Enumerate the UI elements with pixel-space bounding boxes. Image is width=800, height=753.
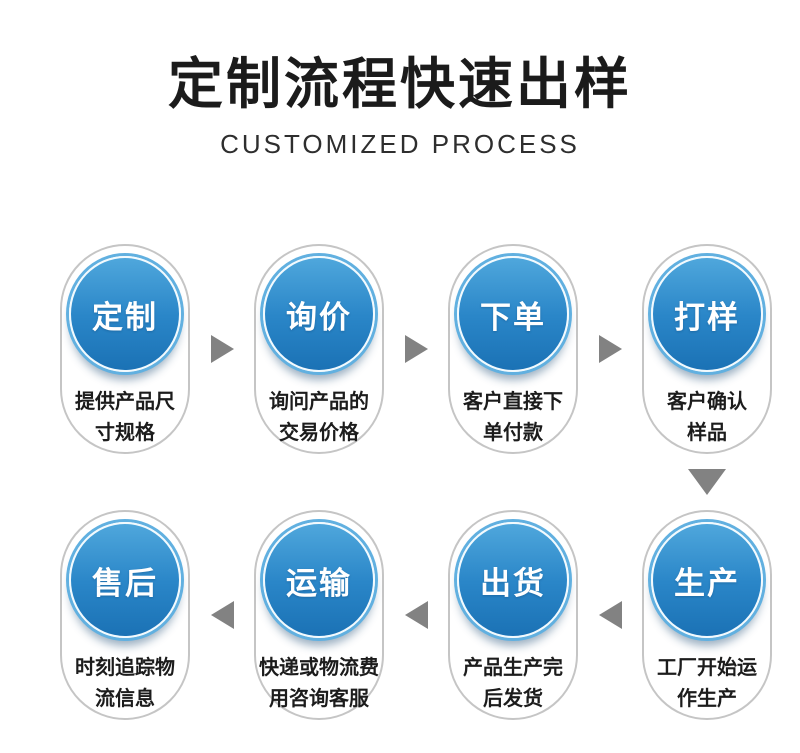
arrow-right-icon [404, 335, 428, 364]
step-description: 快递或物流费 用咨询客服 [259, 657, 379, 711]
flow-row-connector [60, 454, 800, 510]
arrow-down-icon [688, 469, 726, 496]
flow-connector [578, 244, 642, 454]
flow-connector [384, 244, 448, 454]
step-circle: 询价 [263, 256, 375, 373]
step-circle: 生产 [651, 522, 763, 639]
step-pill-transport: 运输 快递或物流费 用咨询客服 [254, 510, 384, 721]
flow-connector [190, 244, 254, 454]
step-circle: 定制 [69, 256, 181, 373]
step-pill-shipment: 出货 产品生产完 后发货 [448, 510, 578, 721]
step-title: 打样 [674, 299, 740, 335]
step-pill-production: 生产 工厂开始运 作生产 [642, 510, 772, 721]
step-circle: 下单 [457, 256, 569, 373]
process-flow-diagram: 定制 提供产品尺 寸规格 询价 询问产品的 交易价格 下单 客户直 [0, 244, 800, 721]
step-description: 提供产品尺 寸规格 [75, 391, 175, 445]
arrow-right-icon [210, 335, 234, 364]
step-pill-sampling: 打样 客户确认 样品 [642, 244, 772, 455]
step-title: 下单 [480, 299, 546, 335]
header: 定制流程快速出样 CUSTOMIZED PROCESS [0, 0, 800, 158]
step-circle: 出货 [457, 522, 569, 639]
step-pill-inquiry: 询价 询问产品的 交易价格 [254, 244, 384, 455]
arrow-right-icon [598, 335, 622, 364]
step-pill-place-order: 下单 客户直接下 单付款 [448, 244, 578, 455]
step-description: 客户确认 样品 [667, 391, 747, 445]
step-title: 询价 [286, 299, 352, 335]
step-circle: 打样 [651, 256, 763, 373]
step-title: 生产 [674, 565, 740, 601]
flow-connector [190, 510, 254, 720]
step-title: 运输 [286, 565, 352, 601]
step-circle: 售后 [69, 522, 181, 639]
flow-connector [578, 510, 642, 720]
step-circle: 运输 [263, 522, 375, 639]
step-description: 产品生产完 后发货 [463, 657, 563, 711]
step-pill-customize: 定制 提供产品尺 寸规格 [60, 244, 190, 455]
step-title: 售后 [92, 565, 158, 601]
arrow-left-icon [210, 601, 234, 630]
flow-row-bottom: 售后 时刻追踪物 流信息 运输 快递或物流费 用咨询客服 出货 产 [60, 510, 800, 721]
arrow-left-icon [598, 601, 622, 630]
page-title: 定制流程快速出样 [167, 53, 632, 115]
flow-row-top: 定制 提供产品尺 寸规格 询价 询问产品的 交易价格 下单 客户直 [60, 244, 800, 455]
step-description: 客户直接下 单付款 [463, 391, 563, 445]
arrow-left-icon [404, 601, 428, 630]
page-subtitle: CUSTOMIZED PROCESS [220, 128, 580, 159]
step-description: 工厂开始运 作生产 [657, 657, 757, 711]
step-description: 时刻追踪物 流信息 [75, 657, 175, 711]
step-title: 出货 [480, 565, 546, 601]
flow-connector [384, 510, 448, 720]
step-title: 定制 [92, 299, 158, 335]
step-pill-after-sales: 售后 时刻追踪物 流信息 [60, 510, 190, 721]
step-description: 询问产品的 交易价格 [269, 391, 369, 445]
flow-connector [642, 469, 772, 496]
